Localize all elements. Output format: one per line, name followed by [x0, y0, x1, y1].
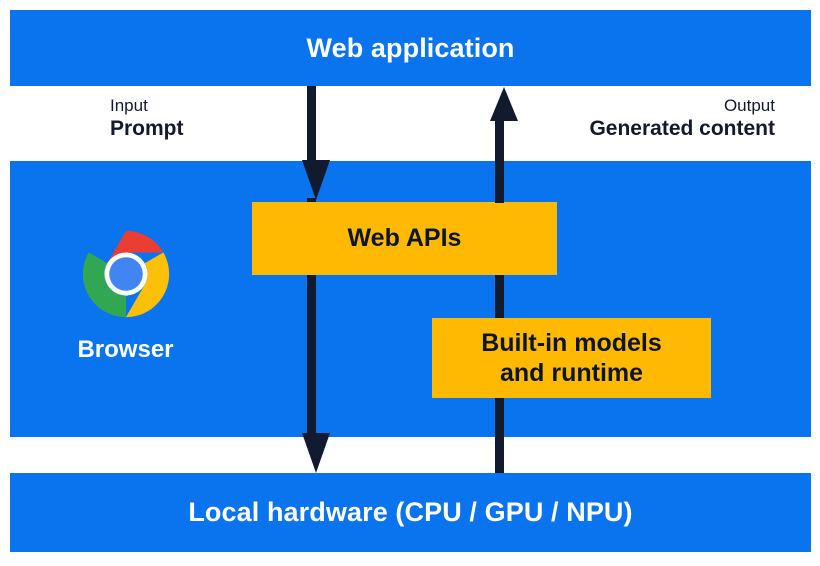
input-label-kind: Input	[110, 96, 148, 115]
input-label-group: Input Prompt	[110, 96, 184, 142]
output-arrow-shaft-lower	[495, 398, 504, 473]
prompt-arrow-head-lower-down-icon	[302, 433, 330, 473]
output-arrow-head-up-icon	[490, 87, 518, 121]
band-local-hardware: Local hardware (CPU / GPU / NPU)	[10, 473, 811, 552]
prompt-arrow-shaft-lower	[307, 198, 316, 436]
browser-label: Browser	[77, 336, 174, 363]
output-label-group: Output Generated content	[589, 96, 775, 142]
band-web-application-title: Web application	[306, 32, 515, 63]
box-builtin-models-label-line1: Built-in models	[481, 328, 662, 357]
prompt-arrow-head-upper-down-icon	[302, 160, 330, 200]
box-builtin-models-label: Built-in models and runtime	[481, 328, 662, 389]
box-web-apis-label: Web APIs	[347, 224, 462, 253]
output-label-value: Generated content	[589, 117, 775, 141]
output-arrow-shaft-upper	[495, 118, 504, 203]
input-label-value: Prompt	[110, 117, 184, 141]
band-web-application: Web application	[10, 10, 811, 86]
band-local-hardware-title: Local hardware (CPU / GPU / NPU)	[188, 497, 633, 527]
prompt-arrow-shaft-upper	[307, 86, 316, 164]
browser-group: Browser	[48, 228, 203, 364]
output-arrow-shaft-middle	[495, 275, 504, 320]
box-builtin-models-label-line2: and runtime	[499, 359, 644, 387]
output-label-kind: Output	[723, 96, 775, 115]
box-web-apis: Web APIs	[252, 202, 557, 275]
chrome-logo-icon	[82, 230, 169, 318]
box-builtin-models: Built-in models and runtime	[432, 318, 711, 398]
